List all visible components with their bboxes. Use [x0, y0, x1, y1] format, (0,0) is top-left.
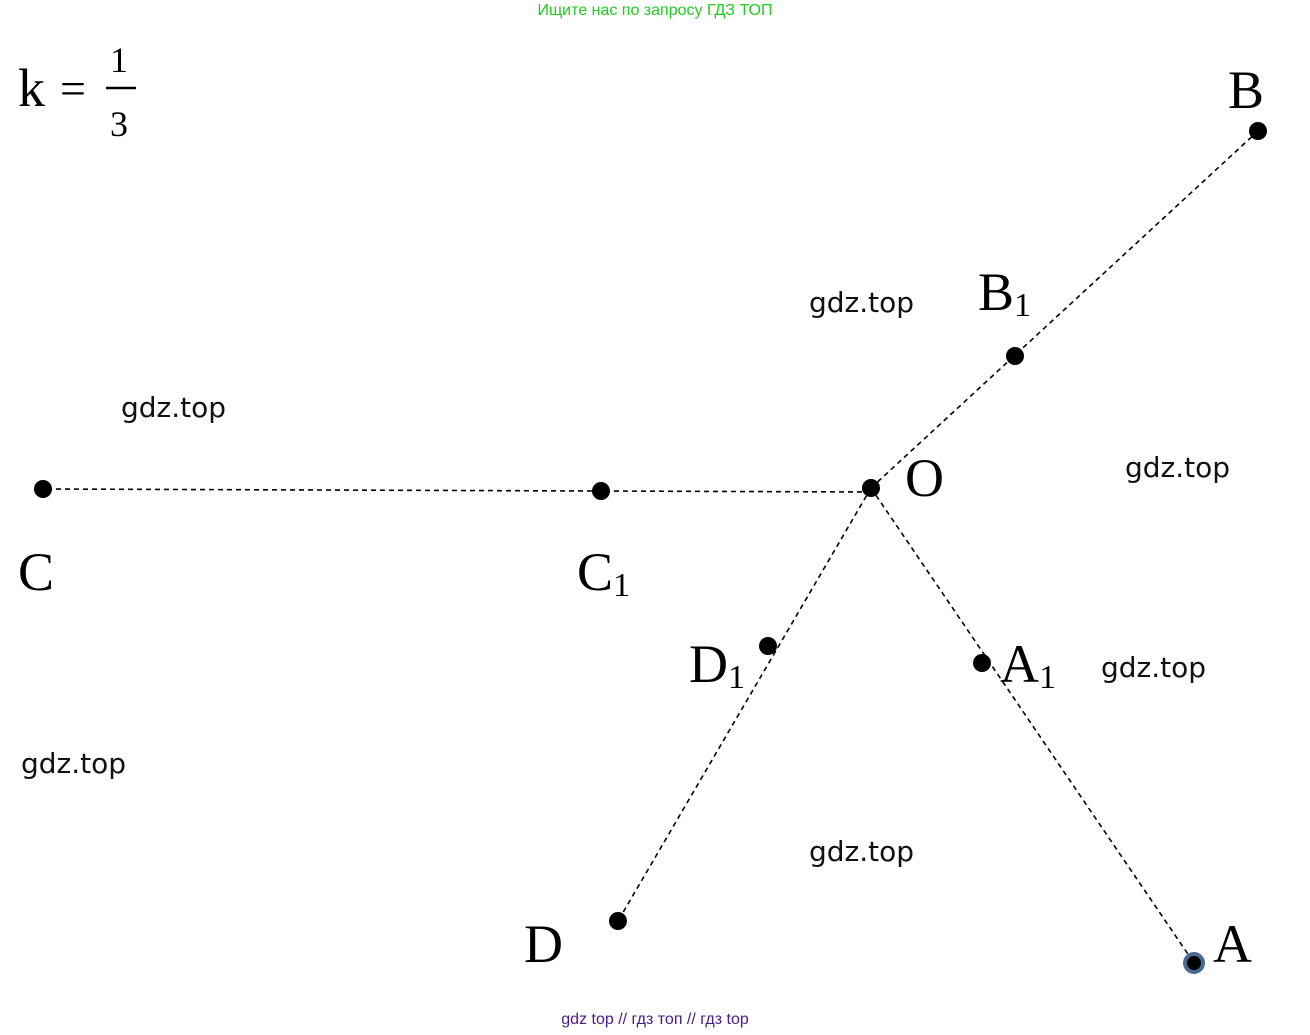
label-A1: A1 [1000, 634, 1056, 696]
point-D1 [759, 637, 777, 655]
ray-OC [42, 488, 872, 493]
watermark: gdz.top [21, 747, 127, 780]
formula-numerator: 1 [110, 40, 128, 80]
point-A1 [973, 654, 991, 672]
point-O [862, 479, 880, 497]
formula-variable: k [18, 58, 45, 118]
watermark: gdz.top [1125, 451, 1231, 484]
point-B [1249, 122, 1267, 140]
formula-equals: = [60, 63, 86, 114]
ray-OB [870, 130, 1259, 489]
label-D: D [524, 914, 563, 974]
label-C: C [18, 542, 54, 602]
point-D [609, 912, 627, 930]
top-banner: Ищите нас по запросу ГДЗ ТОП [537, 2, 773, 19]
point-B1 [1006, 347, 1024, 365]
label-D1: D1 [689, 634, 745, 696]
label-A: A [1213, 914, 1252, 974]
ray-OA [870, 487, 1195, 964]
label-O: O [905, 448, 944, 508]
label-B: B [1228, 60, 1264, 120]
ray-OD [617, 487, 872, 922]
point-C [34, 480, 52, 498]
label-C1: C1 [577, 542, 630, 604]
label-B1: B1 [978, 262, 1031, 324]
point-C1 [592, 482, 610, 500]
watermark: gdz.top [809, 286, 915, 319]
point-A [1183, 952, 1205, 974]
watermark: gdz.top [1101, 651, 1207, 684]
watermark: gdz.top [121, 391, 227, 424]
formula-denominator: 3 [110, 104, 128, 144]
watermark: gdz.top [809, 835, 915, 868]
bottom-banner: gdz top // гдз топ // гдз top [561, 1011, 749, 1028]
formula: k = 1 3 [18, 40, 136, 144]
